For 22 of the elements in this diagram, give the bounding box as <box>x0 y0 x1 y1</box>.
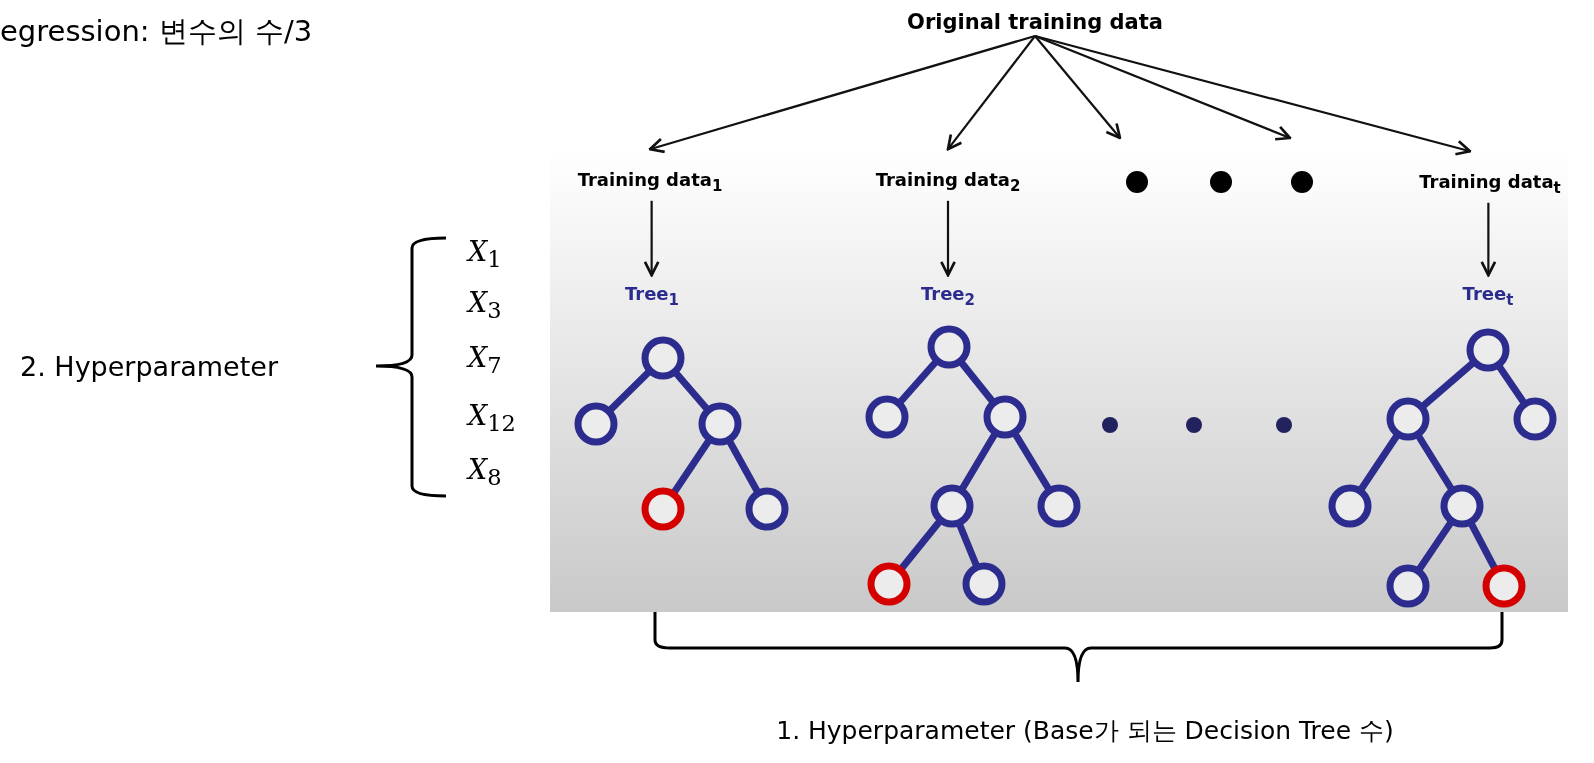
hyperparameter-label: 1. Hyperparameter (Base가 되는 Decision Tree 수) <box>776 714 1394 747</box>
tree-label: Tree$_{2}$ <box>921 283 975 309</box>
data-label: Training data$_{2}$ <box>875 169 1021 195</box>
arrow <box>1034 35 1122 140</box>
hyperparameter-label: 2. Hyperparameter <box>20 350 279 382</box>
label-text: egression: 변수의 수/3 <box>0 13 313 50</box>
arrow <box>940 200 956 277</box>
arrow <box>946 35 1036 151</box>
tree-label: Tree$_{1}$ <box>625 283 679 309</box>
arrow <box>648 34 1036 154</box>
data-label: Training data$_{1}$ <box>577 169 723 195</box>
variable-label: X$_{3}$ <box>468 286 502 324</box>
arrow <box>643 200 660 277</box>
variable-label: X$_{7}$ <box>468 341 502 379</box>
tree-label: Tree$_{t}$ <box>1462 283 1514 309</box>
arrow <box>1034 34 1472 156</box>
variable-label: X$_{12}$ <box>468 399 516 437</box>
data-label: Original training data <box>907 10 1163 34</box>
variable-label: X$_{8}$ <box>468 453 502 491</box>
arrow <box>1480 202 1497 277</box>
variable-label: X$_{1}$ <box>468 235 502 273</box>
data-label: Training data$_{t}$ <box>1419 171 1561 197</box>
